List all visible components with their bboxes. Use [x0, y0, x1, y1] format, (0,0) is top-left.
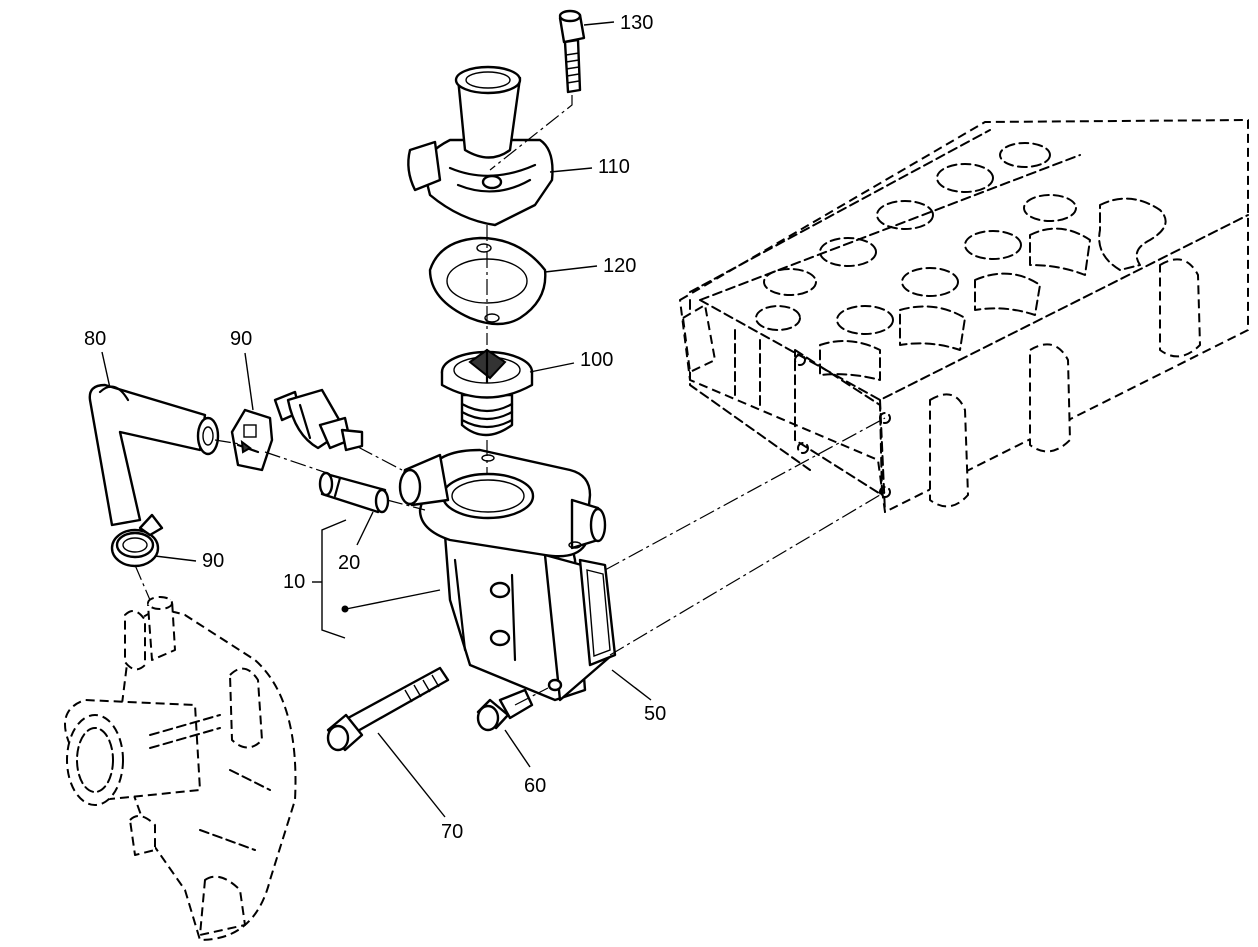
thermostat-100: [440, 348, 534, 437]
hose-clamp-90-lower: [110, 513, 164, 568]
bolt-70: [326, 666, 450, 752]
thermostat-housing-10: [398, 448, 614, 702]
hose-clamp-90-upper: [230, 408, 274, 472]
callout-labels: 130 110 120 100 80 90 90 20 10 50 60 70: [84, 12, 666, 843]
callout-130: 130: [620, 12, 653, 34]
pipe-20: [318, 471, 390, 514]
bypass-hose-80: [88, 383, 220, 527]
thermo-sensor: [273, 388, 364, 452]
callout-60: 60: [524, 775, 546, 797]
callout-120: 120: [603, 255, 636, 277]
callout-10: 10: [283, 571, 305, 593]
assembly-centerlines: [134, 95, 886, 706]
leader-lines: [101, 21, 652, 818]
callout-20: 20: [338, 552, 360, 574]
callout-80: 80: [84, 328, 106, 350]
callout-100: 100: [580, 349, 613, 371]
callout-110: 110: [598, 156, 630, 178]
callout-90-lower: 90: [202, 550, 224, 572]
gasket-120: [428, 236, 547, 326]
callout-50: 50: [644, 703, 666, 725]
callout-dot: [341, 605, 349, 613]
gasket-50: [578, 558, 617, 667]
bolt-130: [558, 9, 586, 94]
engine-cylinder-head: [679, 119, 1249, 513]
callout-70: 70: [441, 821, 463, 843]
water-pump-housing: [64, 596, 297, 941]
callout-90-upper: 90: [230, 328, 252, 350]
plug-60: [476, 688, 534, 732]
water-flange-110: [407, 65, 554, 227]
